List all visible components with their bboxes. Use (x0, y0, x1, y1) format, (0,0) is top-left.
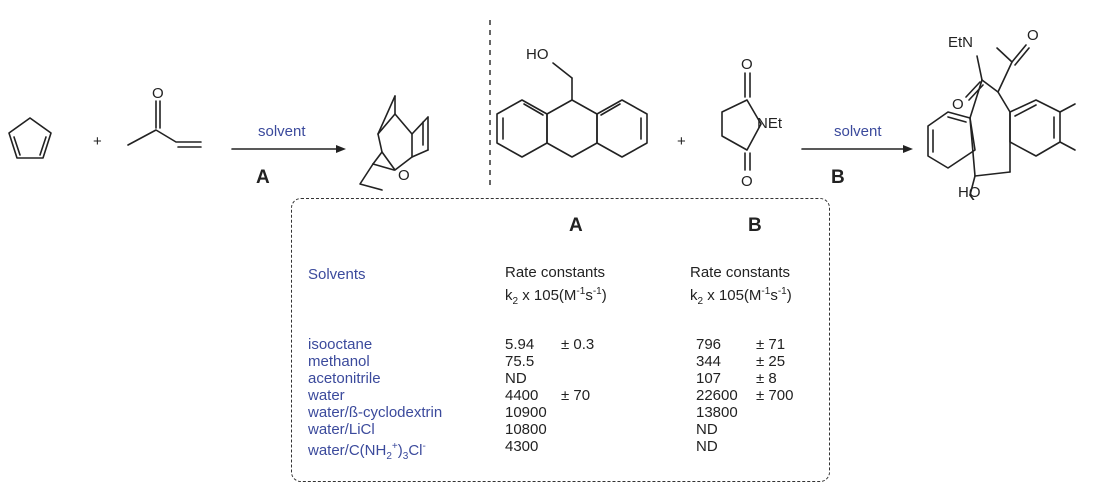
adduct-hydroxyl-label: HO (958, 184, 981, 200)
imide-oxygen-top: O (741, 56, 753, 73)
anthracenemethanol-structure: HO (496, 46, 648, 158)
value-b: 22600 (696, 387, 738, 404)
table-row: water/C(NH2+)3Cl- 4300 ND (308, 438, 818, 462)
reaction-b-label: B (831, 167, 845, 188)
adduct-b-structure: EtN O O (927, 27, 1076, 200)
table-row: acetonitrile ND 107 ± 8 (308, 370, 818, 387)
formula-sup: + (391, 441, 398, 452)
value-b: 796 (696, 336, 722, 353)
solvent-name-base: water/C(NH (308, 442, 387, 459)
hydroxyl-label: HO (526, 46, 549, 63)
rate-b-mid: x 105(M (703, 287, 762, 304)
reaction-arrow-a (231, 145, 346, 153)
formula-sup2: - (422, 441, 426, 452)
value-a: 4400 (505, 387, 539, 404)
rate-a-mid: x 105(M (518, 287, 577, 304)
value-a: 10800 (505, 421, 547, 438)
rate-constants-header-a: Rate constants k2 x 105(M-1s-1) (505, 263, 607, 311)
rate-a-sub: 2 (512, 296, 519, 307)
cyclopentadiene-structure (8, 117, 52, 159)
solvent-name: acetonitrile (308, 370, 381, 387)
solvents-header: Solvents (308, 266, 366, 283)
value-a: 4300 (505, 438, 539, 455)
rate-b-sup2: -1 (777, 286, 787, 297)
solvent-name: water/C(NH2+)3Cl- (308, 438, 426, 465)
formula-tail: Cl (408, 442, 423, 459)
rate-b-sup1: -1 (761, 286, 771, 297)
rate-a-sup2: -1 (592, 286, 602, 297)
condition-b-label: solvent (834, 123, 882, 140)
rate-a-line1: Rate constants (505, 264, 606, 281)
reaction-scheme: + O solvent A O (8, 20, 1076, 200)
error-b: ± 700 (756, 387, 794, 404)
column-header-a: A (569, 215, 583, 236)
formula-mid: ) (397, 442, 403, 459)
formula-sub2: 3 (402, 451, 409, 462)
value-b: ND (696, 438, 718, 455)
imide-n-ethyl-label: NEt (757, 115, 783, 132)
column-header-b: B (748, 215, 762, 236)
plus-sign-1: + (93, 133, 102, 150)
table-row: water/ß-cyclodextrin 10900 13800 (308, 404, 818, 421)
solvent-name: water/ß-cyclodextrin (308, 404, 443, 421)
methyl-vinyl-ketone-structure: O (127, 85, 202, 148)
imide-oxygen-bottom: O (741, 173, 753, 190)
rate-a-s: s (585, 287, 593, 304)
error-a: ± 0.3 (561, 336, 595, 353)
solvent-name: water (308, 387, 345, 404)
product-a-oxygen-label: O (398, 167, 410, 184)
rate-a-k: k (505, 287, 513, 304)
value-a: 5.94 (505, 336, 535, 353)
value-b: ND (696, 421, 718, 438)
value-b: 344 (696, 353, 722, 370)
value-a: 75.5 (505, 353, 535, 370)
table-row: water 4400 ± 70 22600 ± 700 (308, 387, 818, 404)
rate-b-s: s (770, 287, 778, 304)
rate-b-line1: Rate constants (690, 264, 791, 281)
value-b: 107 (696, 370, 722, 387)
table-row: methanol 75.5 344 ± 25 (308, 353, 818, 370)
solvent-name: isooctane (308, 336, 373, 353)
rate-constants-table: A B Solvents Rate constants k2 x 105(M-1… (291, 198, 830, 482)
rate-b-k: k (690, 287, 698, 304)
error-b: ± 8 (756, 370, 777, 387)
value-a: 10900 (505, 404, 547, 421)
plus-sign-2: + (677, 133, 686, 150)
value-b: 13800 (696, 404, 738, 421)
error-b: ± 25 (756, 353, 786, 370)
error-a: ± 70 (561, 387, 591, 404)
n-ethylmaleimide-structure: O NEt O (721, 56, 783, 190)
rate-a-end: ) (601, 287, 607, 304)
error-b: ± 71 (756, 336, 786, 353)
solvent-name: water/LiCl (308, 421, 375, 438)
solvent-name: methanol (308, 353, 370, 370)
rate-a-sup1: -1 (576, 286, 586, 297)
adduct-n-ethyl-label: EtN (948, 34, 973, 51)
formula-sub: 2 (386, 451, 392, 462)
mvk-oxygen-label: O (152, 85, 164, 102)
rate-a-line2: k2 x 105(M-1s-1) (505, 282, 607, 311)
reaction-arrow-b (801, 145, 913, 153)
table-row: water/LiCl 10800 ND (308, 421, 818, 438)
condition-a-label: solvent (258, 123, 306, 140)
adduct-oxygen-left: O (952, 96, 964, 113)
rate-b-end: ) (786, 287, 792, 304)
norbornene-product-structure: O (359, 95, 429, 191)
rate-b-line2: k2 x 105(M-1s-1) (690, 282, 792, 311)
rate-b-sub: 2 (697, 296, 704, 307)
adduct-oxygen-top: O (1027, 27, 1039, 44)
table-row: isooctane 5.94 ± 0.3 796 ± 71 (308, 336, 818, 353)
value-a: ND (505, 370, 527, 387)
rate-constants-header-b: Rate constants k2 x 105(M-1s-1) (690, 263, 792, 311)
reaction-a-label: A (256, 167, 270, 188)
